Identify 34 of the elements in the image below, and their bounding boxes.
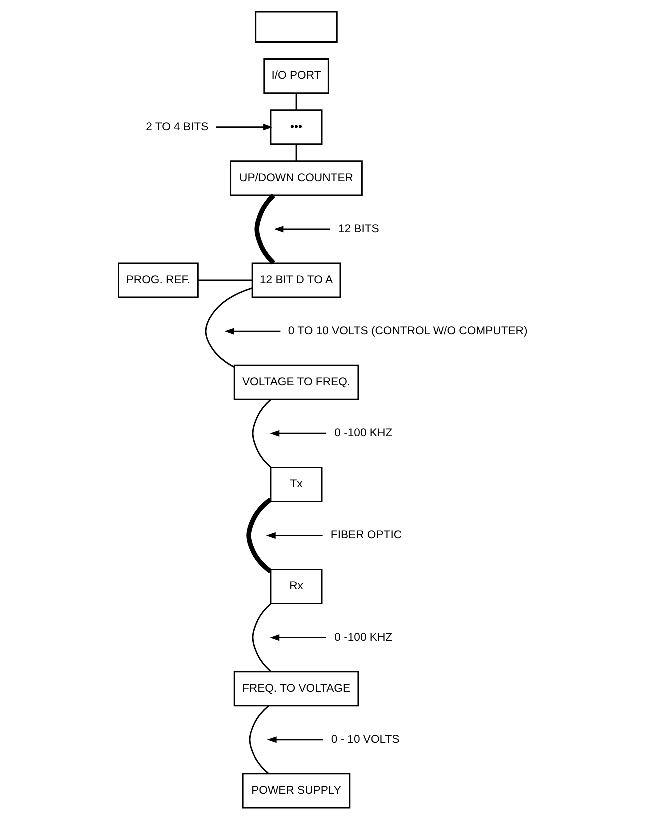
node-box: POWER SUPPLY — [242, 773, 350, 809]
node-text: 12 BITS — [338, 223, 379, 236]
node-box: Tx — [270, 466, 322, 502]
node-box: PROG. REF. — [118, 262, 198, 298]
node-text: 0 -100 KHZ — [334, 632, 392, 644]
node-box: UP/DOWN COUNTER — [230, 160, 362, 196]
connector — [204, 288, 252, 368]
node-box: Rx — [270, 569, 322, 604]
node-text: 0 - 10 VOLTS — [330, 734, 400, 746]
arrow — [266, 532, 322, 540]
arrow — [266, 736, 323, 744]
arrow — [270, 634, 326, 642]
node-box: FREQ. TO VOLTAGE — [233, 671, 359, 707]
node-text: FIBER OPTIC — [330, 530, 402, 542]
arrow — [274, 226, 330, 233]
node-text: 0 TO 10 VOLTS (CONTROL W/O COMPUTER) — [288, 325, 528, 338]
node-box — [254, 11, 338, 43]
connector — [198, 280, 252, 282]
connector — [252, 399, 271, 468]
connector — [254, 194, 275, 265]
node-box: VOLTAGE TO FREQ. — [233, 364, 359, 400]
arrow — [216, 124, 273, 131]
node-box: ••• — [270, 110, 322, 146]
connector — [295, 144, 297, 162]
connector — [295, 93, 297, 110]
node-text: 0 -100 KHZ — [334, 428, 392, 440]
arrow — [224, 328, 280, 335]
connector — [252, 604, 271, 672]
connector — [248, 706, 269, 774]
node-box: I/O PORT — [263, 58, 329, 94]
connector — [246, 498, 272, 574]
arrow — [270, 430, 326, 437]
node-text: 2 TO 4 BITS — [146, 121, 208, 134]
node-box: 12 BIT D TO A — [251, 262, 341, 298]
